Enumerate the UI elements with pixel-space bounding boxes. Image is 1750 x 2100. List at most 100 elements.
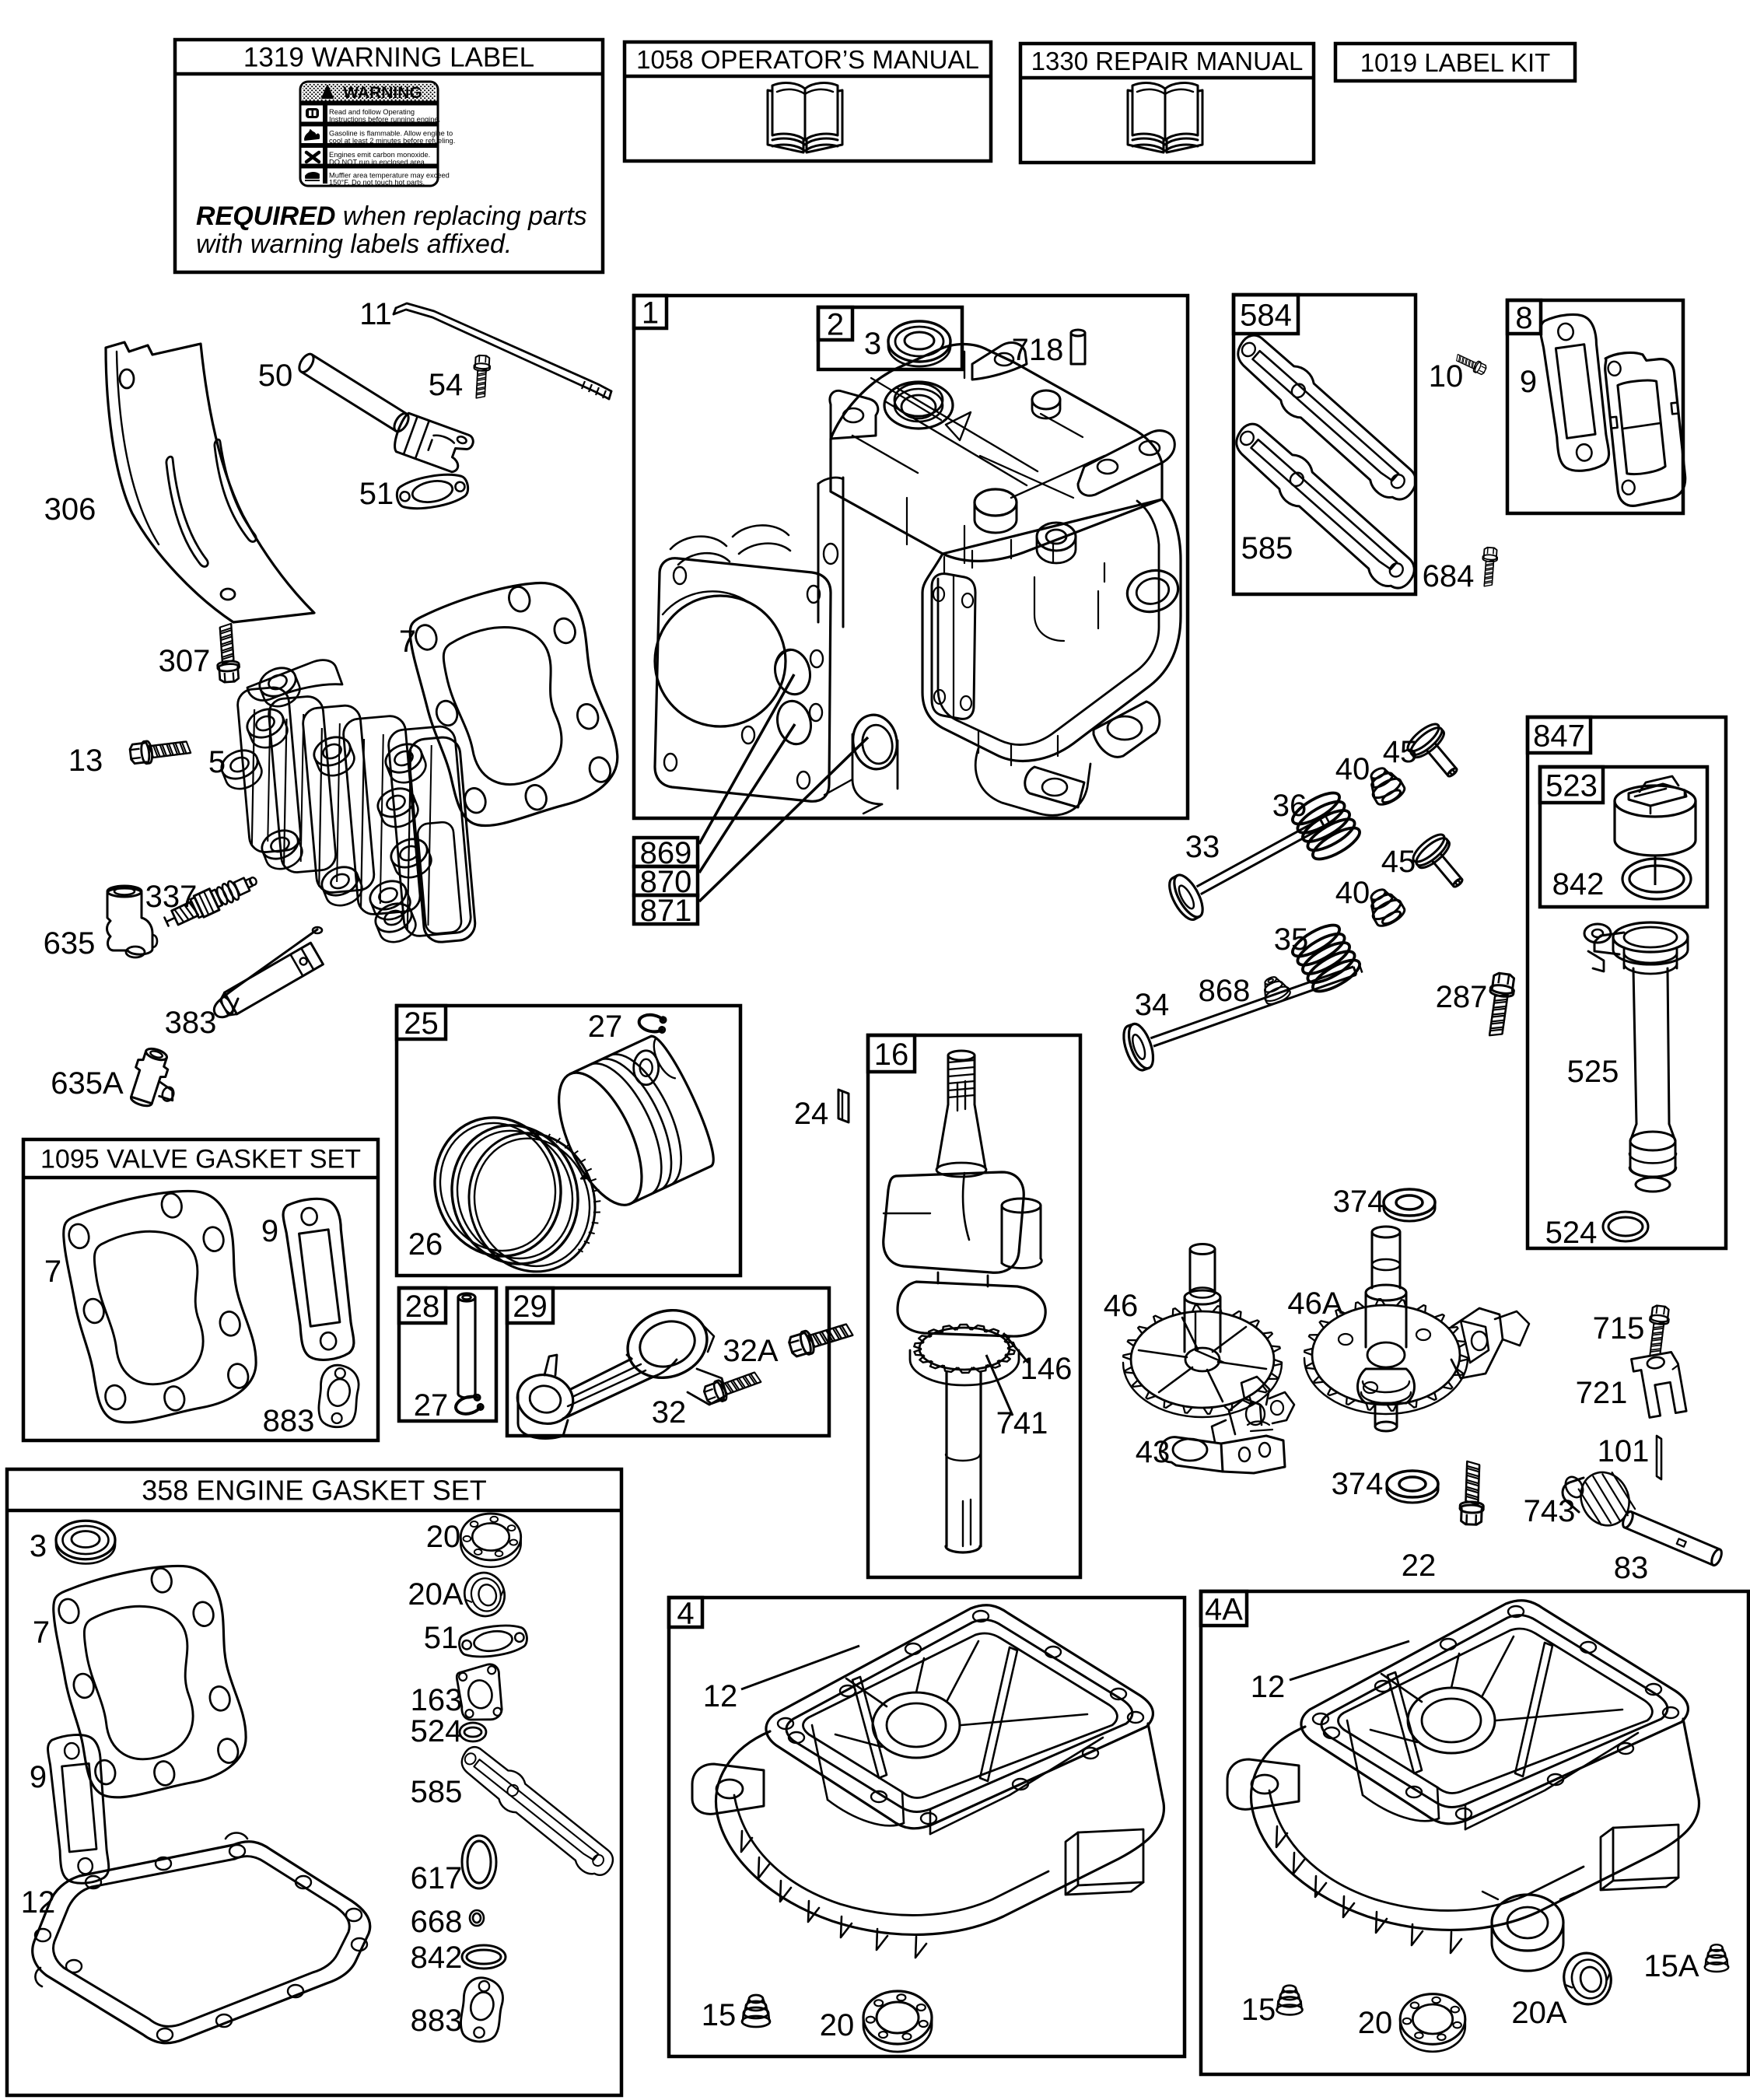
svg-text:842: 842 [1552, 867, 1605, 901]
svg-text:with warning labels affixed.: with warning labels affixed. [196, 229, 512, 259]
svg-text:684: 684 [1423, 559, 1475, 593]
svg-text:1319 WARNING LABEL: 1319 WARNING LABEL [243, 43, 534, 73]
svg-text:1095 VALVE GASKET SET: 1095 VALVE GASKET SET [40, 1145, 361, 1174]
svg-text:54: 54 [429, 368, 464, 402]
svg-text:28: 28 [405, 1290, 440, 1324]
svg-text:374: 374 [1333, 1185, 1385, 1219]
svg-text:883: 883 [411, 2004, 463, 2038]
svg-text:4A: 4A [1205, 1592, 1243, 1626]
svg-text:Instructions before running en: Instructions before running engine. [329, 116, 440, 124]
svg-text:383: 383 [165, 1006, 217, 1040]
svg-text:10: 10 [1429, 359, 1464, 394]
svg-text:287: 287 [1436, 980, 1488, 1014]
svg-text:27: 27 [414, 1388, 449, 1423]
svg-text:20: 20 [1358, 2006, 1393, 2040]
svg-text:3: 3 [864, 327, 881, 361]
svg-text:584: 584 [1240, 298, 1292, 332]
svg-text:cool at least 2 minutes before: cool at least 2 minutes before refueling… [329, 137, 455, 145]
svg-text:743: 743 [1524, 1494, 1576, 1528]
svg-text:1019 LABEL KIT: 1019 LABEL KIT [1360, 48, 1551, 77]
svg-text:3: 3 [30, 1529, 47, 1563]
svg-text:20: 20 [426, 1520, 461, 1554]
svg-text:15: 15 [702, 1998, 737, 2032]
svg-text:9: 9 [261, 1214, 278, 1248]
svg-text:50: 50 [258, 359, 293, 393]
svg-text:721: 721 [1576, 1376, 1628, 1410]
svg-text:Read and follow Operating: Read and follow Operating [329, 108, 415, 116]
svg-text:46A: 46A [1287, 1286, 1342, 1321]
svg-text:11: 11 [359, 297, 392, 331]
svg-text:635A: 635A [51, 1066, 124, 1101]
svg-text:Muffler area temperature may e: Muffler area temperature may exceed [329, 172, 450, 180]
svg-text:15A: 15A [1643, 1949, 1699, 1983]
svg-text:32: 32 [652, 1395, 687, 1430]
svg-text:585: 585 [1241, 531, 1293, 565]
svg-text:718: 718 [1012, 333, 1064, 367]
svg-text:523: 523 [1545, 768, 1598, 803]
svg-text:868: 868 [1199, 974, 1251, 1008]
svg-text:34: 34 [1135, 988, 1170, 1022]
svg-text:163: 163 [411, 1683, 463, 1717]
svg-text:337: 337 [145, 880, 198, 914]
svg-text:20A: 20A [408, 1577, 463, 1612]
svg-text:585: 585 [411, 1775, 463, 1809]
svg-text:27: 27 [588, 1010, 623, 1044]
svg-text:46: 46 [1104, 1289, 1139, 1323]
svg-text:REQUIRED when replacing parts: REQUIRED when replacing parts [196, 201, 587, 231]
svg-text:847: 847 [1533, 719, 1585, 753]
svg-text:32A: 32A [723, 1334, 778, 1368]
svg-text:WARNING: WARNING [343, 84, 422, 102]
svg-text:16: 16 [874, 1038, 909, 1072]
svg-text:617: 617 [411, 1861, 463, 1895]
svg-text:33: 33 [1185, 830, 1220, 864]
svg-text:7: 7 [33, 1615, 50, 1650]
svg-text:374: 374 [1332, 1467, 1384, 1501]
svg-text:Gasoline is flammable. Allow e: Gasoline is flammable. Allow engine to [329, 130, 453, 138]
svg-text:150°F. Do not touch hot parts: 150°F. Do not touch hot parts. [329, 179, 425, 187]
svg-text:1330 REPAIR MANUAL: 1330 REPAIR MANUAL [1031, 47, 1304, 75]
svg-text:DO NOT run in enclosed area.: DO NOT run in enclosed area. [329, 159, 426, 166]
svg-text:12: 12 [1251, 1670, 1286, 1704]
svg-text:306: 306 [44, 492, 96, 527]
svg-text:40: 40 [1335, 876, 1370, 910]
svg-text:101: 101 [1598, 1434, 1650, 1468]
svg-text:15: 15 [1241, 1993, 1276, 2027]
svg-text:1: 1 [642, 296, 659, 330]
svg-text:524: 524 [1545, 1216, 1598, 1250]
svg-text:741: 741 [996, 1406, 1048, 1440]
svg-text:715: 715 [1593, 1311, 1645, 1346]
svg-text:2: 2 [827, 307, 844, 341]
svg-text:1058 OPERATOR’S MANUAL: 1058 OPERATOR’S MANUAL [636, 45, 979, 74]
svg-text:51: 51 [424, 1621, 459, 1655]
svg-text:524: 524 [411, 1714, 463, 1748]
svg-text:12: 12 [703, 1679, 738, 1713]
svg-text:26: 26 [408, 1227, 443, 1262]
svg-text:635: 635 [44, 926, 96, 961]
svg-text:Engines emit carbon monoxide.: Engines emit carbon monoxide. [329, 151, 430, 159]
svg-text:870: 870 [640, 865, 692, 899]
svg-text:668: 668 [411, 1905, 463, 1939]
svg-text:871: 871 [640, 894, 692, 928]
svg-text:25: 25 [404, 1006, 439, 1041]
svg-text:358 ENGINE GASKET SET: 358 ENGINE GASKET SET [142, 1474, 487, 1506]
svg-text:525: 525 [1567, 1055, 1619, 1089]
svg-text:869: 869 [640, 836, 692, 870]
svg-text:883: 883 [263, 1404, 315, 1438]
svg-text:8: 8 [1515, 301, 1532, 335]
svg-text:40: 40 [1335, 752, 1370, 786]
svg-text:9: 9 [1520, 365, 1537, 399]
svg-text:4: 4 [677, 1596, 694, 1630]
svg-text:51: 51 [359, 477, 394, 511]
svg-text:307: 307 [159, 644, 211, 678]
svg-text:83: 83 [1614, 1551, 1649, 1585]
svg-text:45: 45 [1381, 845, 1416, 879]
svg-text:842: 842 [411, 1941, 463, 1975]
svg-text:146: 146 [1020, 1352, 1073, 1386]
svg-text:13: 13 [68, 744, 103, 778]
svg-text:20: 20 [820, 2008, 855, 2042]
svg-text:9: 9 [30, 1760, 47, 1794]
svg-text:29: 29 [513, 1290, 548, 1324]
svg-text:20A: 20A [1511, 1996, 1566, 2030]
svg-text:24: 24 [794, 1097, 829, 1131]
svg-text:7: 7 [44, 1255, 61, 1289]
